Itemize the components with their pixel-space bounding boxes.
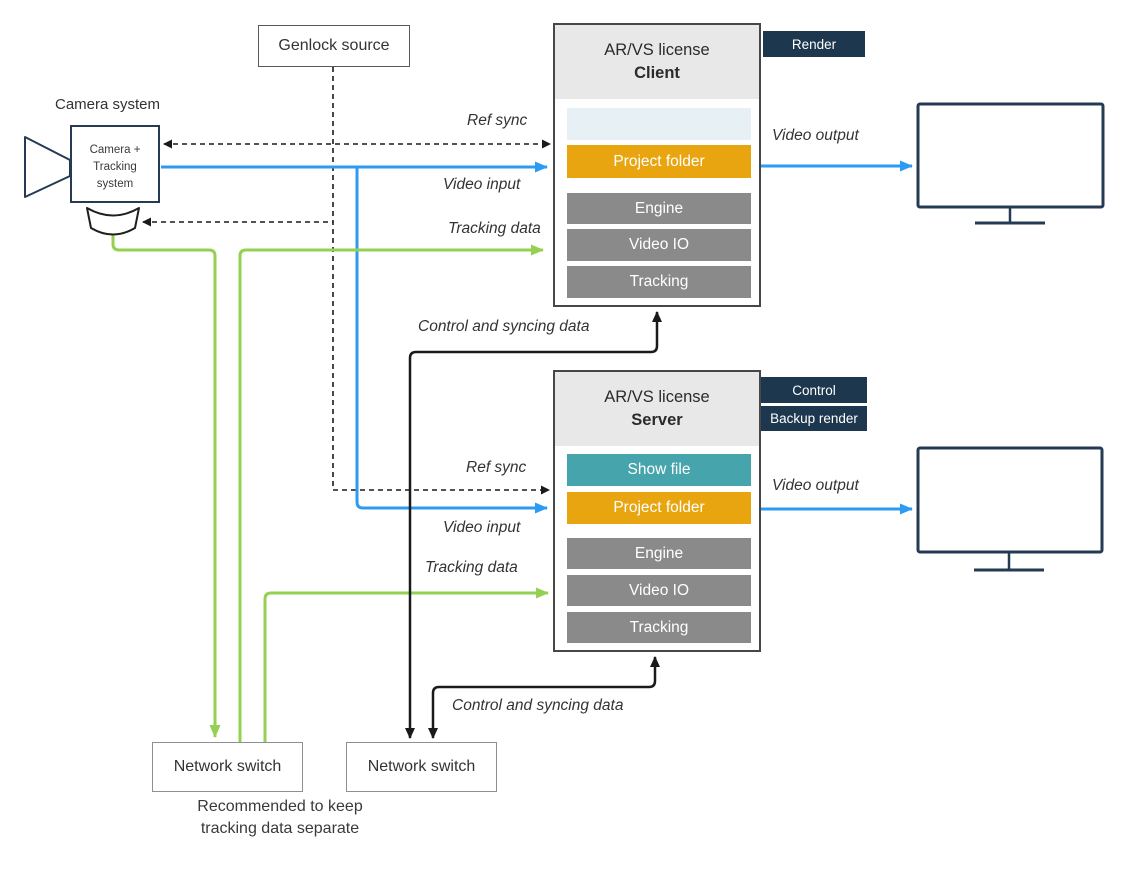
video-output-label-client: Video output xyxy=(772,127,859,144)
ref-sync-label-client: Ref sync xyxy=(467,112,528,129)
tracking-data-label-client: Tracking data xyxy=(448,220,541,237)
server-module-show-file: Show file xyxy=(567,454,751,486)
monitor-icon-server xyxy=(916,446,1104,572)
client-module-project-folder: Project folder xyxy=(567,145,751,178)
server-module-tracking: Tracking xyxy=(567,612,751,643)
camera-lens-icon xyxy=(24,136,71,198)
genlock-source-label: Genlock source xyxy=(278,37,390,54)
video-input-label-server: Video input xyxy=(443,519,521,536)
server-license-label: AR/VS license xyxy=(604,388,710,406)
control-line-client-switch xyxy=(405,311,662,739)
video-input-line-server xyxy=(355,168,548,514)
video-output-label-server: Video output xyxy=(772,477,859,494)
control-line-server-switch xyxy=(428,656,660,739)
network-switch-right-label: Network switch xyxy=(367,758,476,775)
client-module-video-io: Video IO xyxy=(567,229,751,261)
control-data-label-server: Control and syncing data xyxy=(452,697,624,714)
camera-body-line2: Tracking xyxy=(93,161,137,173)
tracking-note-line1: Recommended to keep xyxy=(197,798,363,815)
server-module-engine: Engine xyxy=(567,538,751,569)
network-switch-right: Network switch xyxy=(346,742,497,792)
client-box: AR/VS license Client Project folder Engi… xyxy=(553,23,761,307)
client-empty-slot xyxy=(567,108,751,140)
camera-body-line1: Camera + xyxy=(89,144,141,156)
camera-system-label: Camera system xyxy=(55,96,161,113)
ref-sync-line-server xyxy=(332,67,550,495)
server-header: AR/VS license Server xyxy=(555,372,759,446)
tracking-line-camera-to-switch xyxy=(111,231,221,738)
server-badge-backup-render: Backup render xyxy=(761,406,867,431)
client-header: AR/VS license Client xyxy=(555,25,759,99)
tracking-line-switch-to-client xyxy=(238,244,544,742)
client-module-tracking: Tracking xyxy=(567,266,751,298)
tracking-note-line2: tracking data separate xyxy=(200,820,360,837)
network-switch-left-label: Network switch xyxy=(173,758,282,775)
camera-body: Camera + Tracking system xyxy=(70,125,160,203)
tracking-line-switch-to-server xyxy=(263,587,549,742)
server-badge-control: Control xyxy=(761,377,867,403)
server-box: AR/VS license Server Show file Project f… xyxy=(553,370,761,652)
server-module-project-folder: Project folder xyxy=(567,492,751,524)
genlock-source-box: Genlock source xyxy=(258,25,410,67)
client-badge-render: Render xyxy=(763,31,865,57)
client-module-engine: Engine xyxy=(567,193,751,224)
monitor-icon-client xyxy=(916,102,1105,225)
network-switch-left: Network switch xyxy=(152,742,303,792)
camera-body-line3: system xyxy=(96,178,134,190)
tracking-device-icon xyxy=(86,207,140,236)
tracking-data-label-server: Tracking data xyxy=(425,559,518,576)
client-license-label: AR/VS license xyxy=(604,41,710,59)
ref-sync-label-server: Ref sync xyxy=(466,459,527,476)
server-role-label: Server xyxy=(631,411,683,429)
control-data-label-client: Control and syncing data xyxy=(418,318,590,335)
video-input-label-client: Video input xyxy=(443,176,521,193)
tracking-note: Recommended to keep tracking data separa… xyxy=(160,796,400,840)
client-role-label: Client xyxy=(634,64,680,82)
server-module-video-io: Video IO xyxy=(567,575,751,606)
